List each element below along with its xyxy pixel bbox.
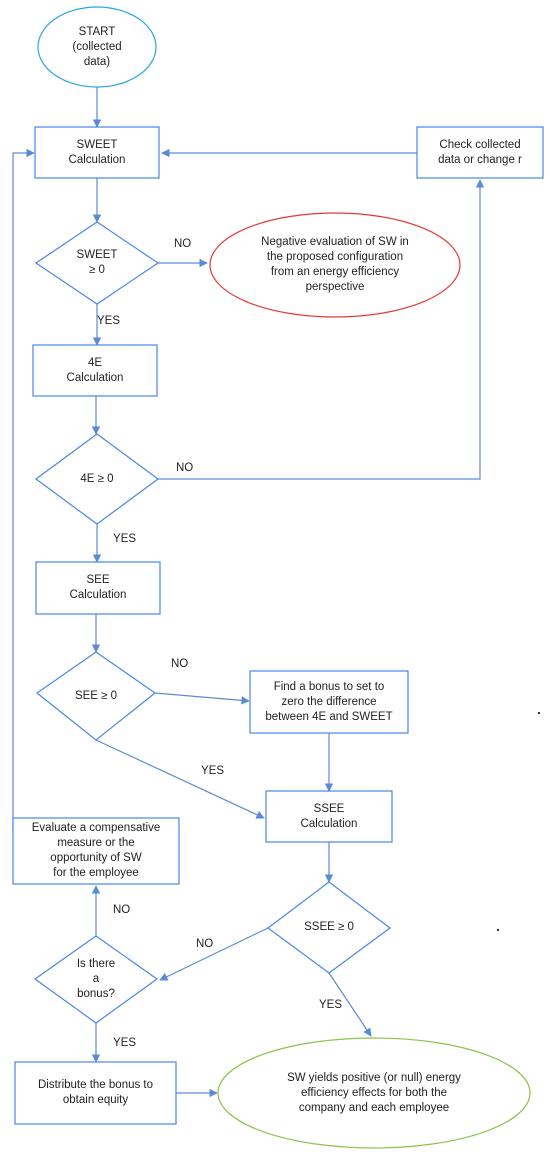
- e4-no-label: NO: [176, 462, 194, 474]
- calc-4e-box: [32, 344, 158, 397]
- see-calc-node: SEE Calculation: [36, 562, 160, 614]
- see-decision-diamond: [35, 651, 157, 741]
- negative-eval-line-1: Negative evaluation of SW in: [261, 236, 409, 248]
- bonus-decision-line-1: Is there: [76, 958, 116, 970]
- decision-4e-line-1: 4E ≥ 0: [80, 472, 114, 485]
- start-line-3: data): [83, 55, 111, 68]
- ssee-calc-box: [265, 790, 393, 843]
- bonus-decision-line-2: a: [92, 973, 100, 985]
- calc-4e-line-1: 4E: [87, 356, 103, 369]
- check-data-line-2: data or change r: [438, 153, 522, 166]
- positive-result-line-1: SW yields positive (or null) energy: [287, 1071, 461, 1084]
- distribute-bonus-line-1: Distribute the bonus to: [37, 1079, 154, 1091]
- positive-result-line-3: company and each employee: [298, 1101, 450, 1114]
- find-bonus-line-1: Find a bonus to set to: [273, 680, 385, 693]
- find-bonus-node: Find a bonus to set to zero the differen…: [250, 671, 408, 733]
- sweet-decision-node: SWEET ≥ 0: [36, 222, 158, 304]
- compensative-box: [12, 817, 180, 885]
- start-node: START (collected data): [38, 7, 156, 87]
- ssee-decision-node: SSEE ≥ 0: [268, 882, 390, 973]
- ssee-decision-diamond: [266, 881, 392, 974]
- edge-see-decision-no: [154, 692, 250, 705]
- start-node-shape: [37, 6, 157, 88]
- e4-yes-label: YES: [113, 533, 137, 545]
- distribute-bonus-node: Distribute the bonus to obtain equity: [15, 1062, 176, 1124]
- ssee-calc-line-2: Calculation: [300, 817, 358, 830]
- check-data-box: [416, 126, 544, 179]
- sweet-calc-line-1: SWEET: [76, 138, 118, 151]
- negative-eval-line-3: from an energy efficiency: [270, 266, 400, 278]
- decision-4e-node: 4E ≥ 0: [36, 434, 158, 524]
- calc-4e-line-2: Calculation: [66, 371, 124, 384]
- distribute-bonus-box: [14, 1061, 177, 1125]
- ssee-calc-node: SSEE Calculation: [266, 791, 392, 842]
- bonus-decision-line-3: bonus?: [77, 988, 115, 1000]
- positive-result-line-2: efficiency effects for both the: [301, 1086, 447, 1099]
- compensative-line-1: Evaluate a compensative: [31, 822, 161, 834]
- decision-4e-diamond: [34, 433, 160, 525]
- edge-ssee-decision-no: [159, 927, 269, 981]
- compensative-line-3: opportunity of SW: [50, 852, 142, 864]
- see-calc-box: [35, 561, 161, 615]
- negative-eval-node: Negative evaluation of SW in the propose…: [210, 213, 460, 317]
- bonus-decision-node: Is there a bonus?: [35, 936, 157, 1023]
- distribute-bonus-line-2: obtain equity: [62, 1094, 129, 1106]
- compensative-node: Evaluate a compensative measure or the o…: [13, 818, 179, 884]
- edge-compensative-loop-to-sweet-calc: [12, 148, 35, 829]
- ssee-yes-label: YES: [319, 999, 343, 1011]
- start-line-1: START: [78, 25, 116, 38]
- negative-eval-ellipse: [209, 212, 461, 318]
- bonus-decision-diamond: [33, 935, 159, 1024]
- find-bonus-line-2: zero the difference: [281, 695, 377, 708]
- bonus-yes-label: YES: [113, 1037, 137, 1049]
- negative-eval-line-4: perspective: [305, 281, 365, 293]
- edge-ssee-decision-yes: [328, 972, 372, 1037]
- sweet-calc-node: SWEET Calculation: [35, 127, 159, 178]
- bonus-no-label: NO: [113, 904, 131, 916]
- see-decision-node: SEE ≥ 0: [37, 652, 155, 740]
- see-calc-line-2: Calculation: [69, 589, 127, 601]
- positive-result-ellipse: [217, 1037, 531, 1149]
- sweet-decision-diamond: [34, 221, 160, 305]
- see-calc-line-1: SEE: [86, 574, 110, 586]
- check-data-node: Check collected data or change r: [417, 127, 543, 178]
- positive-result-node: SW yields positive (or null) energy effi…: [218, 1040, 530, 1146]
- negative-eval-line-2: the proposed configuration: [266, 251, 404, 263]
- sweet-decision-line-2: ≥ 0: [89, 264, 105, 276]
- see-no-label: NO: [171, 658, 189, 670]
- see-decision-line-1: SEE ≥ 0: [74, 689, 118, 702]
- stray-dot-1: [538, 712, 540, 714]
- ssee-calc-line-1: SSEE: [313, 802, 345, 815]
- sweet-no-label: NO: [174, 238, 192, 250]
- stray-dot-2: [497, 929, 499, 931]
- sweet-decision-line-1: SWEET: [76, 249, 118, 261]
- check-data-line-1: Check collected: [439, 138, 521, 151]
- ssee-decision-line-1: SSEE ≥ 0: [304, 921, 354, 933]
- compensative-line-2: measure or the: [57, 837, 135, 849]
- ssee-no-label: NO: [196, 938, 214, 950]
- see-yes-label: YES: [201, 765, 225, 777]
- sweet-calc-box: [34, 126, 160, 179]
- find-bonus-line-3: between 4E and SWEET: [265, 710, 393, 723]
- sweet-calc-line-2: Calculation: [68, 153, 126, 166]
- edge-4e-decision-no: [158, 179, 485, 480]
- compensative-line-4: for the employee: [53, 867, 139, 879]
- sweet-yes-label: YES: [97, 315, 121, 327]
- start-line-2: (collected: [72, 40, 122, 53]
- find-bonus-box: [249, 670, 409, 734]
- calc-4e-node: 4E Calculation: [33, 345, 157, 396]
- edge-see-decision-yes: [95, 739, 265, 819]
